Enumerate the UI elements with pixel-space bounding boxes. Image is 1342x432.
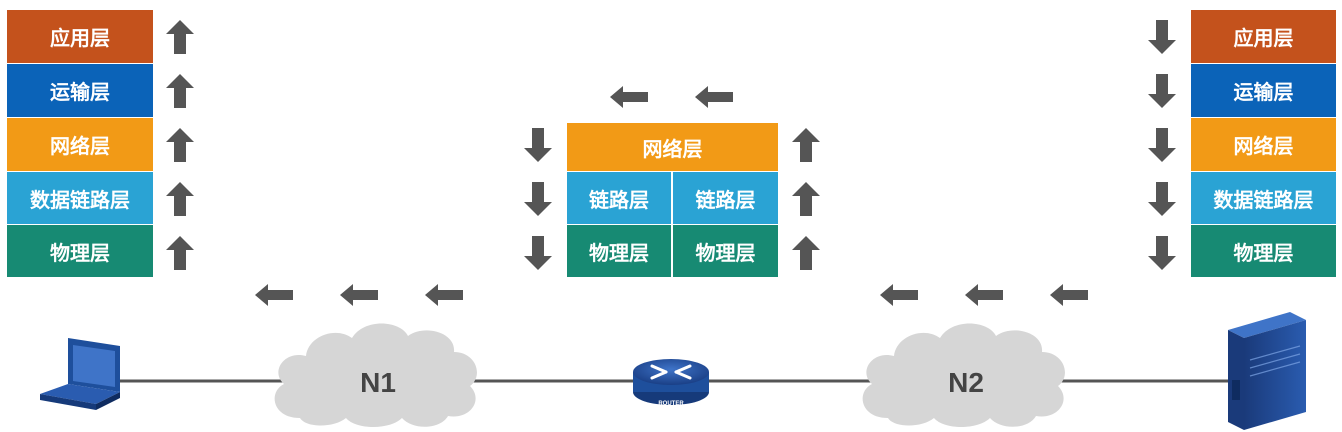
up-arrow-icon: [792, 182, 820, 216]
cloud-n2-icon: N2: [862, 323, 1065, 427]
down-arrow-icon: [1148, 128, 1176, 162]
down-arrow-icon: [1148, 20, 1176, 54]
host-right-application-layer: 应用层: [1191, 10, 1336, 64]
router-label: ROUTER: [658, 401, 684, 407]
router-network-layer: 网络层: [567, 123, 778, 171]
down-arrow-icon: [1148, 182, 1176, 216]
down-arrow-icon: [524, 236, 552, 270]
n1-left-arrows: [255, 284, 463, 306]
host-left-physical-layer: 物理层: [7, 225, 153, 277]
host-right-datalink-layer: 数据链路层: [1191, 172, 1336, 225]
host-left-application-layer: 应用层: [7, 10, 153, 64]
left-arrow-icon: [880, 284, 918, 306]
down-arrow-icon: [1148, 236, 1176, 270]
up-arrow-icon: [166, 74, 194, 108]
router-physical-layer-right: 物理层: [673, 225, 778, 277]
left-arrow-icon: [255, 284, 293, 306]
cloud-n1-icon: N1: [274, 323, 477, 427]
router-up-arrows: [792, 128, 820, 270]
up-arrow-icon: [166, 236, 194, 270]
n2-left-arrows: [880, 284, 1088, 306]
down-arrow-icon: [524, 182, 552, 216]
left-arrow-icon: [425, 284, 463, 306]
host-left-datalink-layer: 数据链路层: [7, 172, 153, 225]
down-arrow-icon: [1148, 74, 1176, 108]
router-link-layer-left: 链路层: [567, 171, 671, 224]
n1-label: N1: [360, 367, 396, 398]
host-right-transport-layer: 运输层: [1191, 64, 1336, 118]
router-icon: ROUTER: [633, 359, 709, 407]
left-arrow-icon: [1050, 284, 1088, 306]
router-left-arrows: [610, 86, 733, 108]
n2-label: N2: [948, 367, 984, 398]
host-right-down-arrows: [1148, 20, 1176, 270]
router-down-arrows: [524, 128, 552, 270]
router-link-layer-right: 链路层: [673, 171, 778, 224]
up-arrow-icon: [166, 20, 194, 54]
host-left-network-layer: 网络层: [7, 118, 153, 172]
server-icon: [1228, 312, 1306, 430]
router-physical-layer-left: 物理层: [567, 225, 671, 277]
up-arrow-icon: [166, 128, 194, 162]
up-arrow-icon: [792, 128, 820, 162]
left-arrow-icon: [965, 284, 1003, 306]
host-right-physical-layer: 物理层: [1191, 225, 1336, 277]
left-arrow-icon: [695, 86, 733, 108]
left-arrow-icon: [610, 86, 648, 108]
up-arrow-icon: [792, 236, 820, 270]
host-left-up-arrows: [166, 20, 194, 270]
laptop-icon: [40, 338, 120, 410]
left-arrow-icon: [340, 284, 378, 306]
host-left-transport-layer: 运输层: [7, 64, 153, 118]
down-arrow-icon: [524, 128, 552, 162]
host-right-network-layer: 网络层: [1191, 118, 1336, 172]
up-arrow-icon: [166, 182, 194, 216]
